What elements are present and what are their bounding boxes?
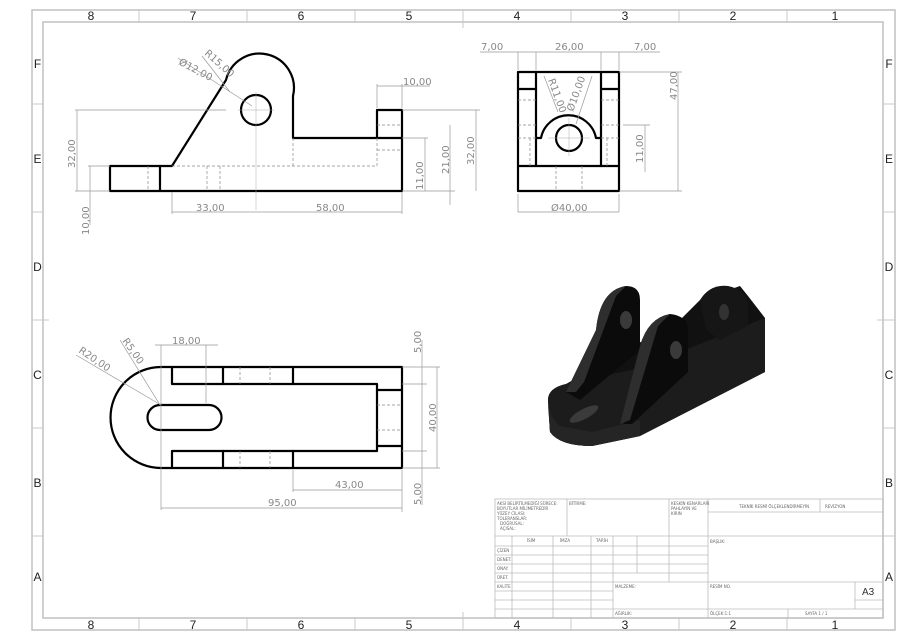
- zone-label: E: [885, 152, 893, 166]
- dim-r20: R20,00: [76, 345, 112, 374]
- dim-w7-left: 7,00: [481, 42, 503, 53]
- zone-label: 2: [730, 9, 737, 23]
- row-label: ÇİZEN: [497, 548, 509, 553]
- zone-label: 1: [832, 618, 839, 632]
- col-header-name: İSİM: [527, 538, 536, 543]
- scale-label: ÖLÇEK:1:1: [710, 611, 732, 616]
- zone-label: 7: [190, 9, 197, 23]
- zone-label: D: [33, 260, 42, 274]
- dim-h5-top: 5,00: [413, 331, 424, 353]
- zone-label: 3: [622, 9, 629, 23]
- zone-label: B: [33, 476, 41, 490]
- sheet-label: SAYFA 1 / 1: [805, 611, 828, 616]
- dim-d40: Ø40,00: [551, 202, 588, 214]
- dim-h11: 11,00: [415, 161, 426, 190]
- row-label: KALİTE: [497, 584, 511, 589]
- dim-h10-left: 10,00: [81, 206, 92, 235]
- dim-w7-right: 7,00: [634, 42, 656, 53]
- zone-label: 5: [406, 9, 413, 23]
- zone-label: 6: [298, 618, 305, 632]
- dim-h32-right: 32,00: [466, 136, 477, 165]
- zone-ticks: [32, 10, 895, 630]
- zone-label: 4: [514, 9, 521, 23]
- dim-h40: 40,00: [428, 403, 439, 432]
- zone-label: 8: [88, 9, 95, 23]
- title-block: AKSİ BELİRTİLMEDİĞİ SÜRECE: BOYUTLAR MİL…: [494, 498, 884, 619]
- col-header-signature: İMZA: [560, 538, 570, 543]
- note-line: TOLERANSLAR:: [496, 516, 527, 521]
- paper-size: A3: [862, 587, 875, 598]
- zone-label: 2: [730, 618, 737, 632]
- dim-w18: 18,00: [172, 336, 201, 347]
- deburr-label-line: KIRIN: [671, 511, 682, 516]
- outer-frame: [31, 9, 896, 631]
- row-label: ÜRET.: [497, 575, 508, 580]
- dim-h21: 21,00: [441, 145, 452, 174]
- zone-label: C: [33, 368, 42, 382]
- note-line: YÜZEY CİLASI:: [496, 511, 525, 516]
- col-header-date: TARİH: [595, 538, 608, 543]
- dim-w10: 10,00: [403, 77, 432, 88]
- dim-r5: R5,00: [120, 336, 146, 366]
- dim-w58: 58,00: [316, 203, 345, 214]
- note-line: AKSİ BELİRTİLMEDİĞİ SÜRECE:: [497, 501, 558, 506]
- note-line: BOYUTLAR MİLİMETREDİR: [497, 506, 549, 511]
- side-view: 7,00 26,00 7,00 R11,00 Ø10,00 47,00 11,0…: [480, 42, 682, 214]
- dim-h32-left: 32,00: [67, 139, 78, 168]
- weight-label: AĞIRLIK:: [615, 611, 632, 616]
- isometric-view: [548, 285, 765, 446]
- zone-label: D: [885, 260, 894, 274]
- no-scale-label: TEKNİK RESMİ ÖLÇEKLENDİRMEYİN: [738, 504, 809, 509]
- zone-column-labels-top: 8 7 6 5 4 3 2 1: [88, 9, 839, 23]
- dim-h5-bottom: 5,00: [413, 483, 424, 505]
- zone-label: F: [34, 57, 41, 71]
- title-label: BAŞLIK:: [710, 539, 725, 544]
- dim-w95: 95,00: [268, 498, 297, 509]
- revision-label: REVİZYON: [825, 504, 845, 509]
- dim-h11: 11,00: [635, 134, 646, 163]
- zone-label: F: [885, 57, 892, 71]
- zone-row-labels-right: F E D C B A: [885, 57, 894, 584]
- zone-label: A: [885, 570, 893, 584]
- zone-label: 3: [622, 618, 629, 632]
- dim-d10: Ø10,00: [565, 75, 589, 113]
- finish-label: BİTİRME:: [569, 501, 587, 506]
- zone-label: B: [885, 476, 893, 490]
- zone-label: 7: [190, 618, 197, 632]
- zone-label: 8: [88, 618, 95, 632]
- zone-label: E: [33, 152, 41, 166]
- dim-w26: 26,00: [555, 42, 584, 53]
- note-line: DOĞRUSAL:: [500, 521, 524, 526]
- zone-label: 5: [406, 618, 413, 632]
- dim-w43: 43,00: [335, 480, 364, 491]
- zone-label: C: [885, 368, 894, 382]
- front-view: R15,00 Ø12,00 10,00 32,00 10,00 11,00 21…: [67, 48, 480, 235]
- row-label: ONAY.: [497, 566, 509, 571]
- row-label: DENET.: [497, 557, 511, 562]
- top-view: R20,00 R5,00 18,00 5,00 40,00 43,00 5,00…: [75, 331, 440, 512]
- deburr-label: KESKİN KENARLARI: [671, 501, 709, 506]
- note-line: AÇISAL:: [500, 526, 516, 531]
- dim-w33: 33,00: [196, 203, 225, 214]
- zone-row-labels-left: F E D C B A: [33, 57, 42, 584]
- zone-column-labels-bottom: 8 7 6 5 4 3 2 1: [88, 618, 839, 632]
- dim-h47: 47,00: [669, 71, 680, 100]
- zone-label: A: [33, 570, 41, 584]
- drawing-no-label: RESİM NO.: [710, 584, 731, 589]
- zone-label: 4: [514, 618, 521, 632]
- material-label: MALZEME:: [615, 584, 636, 589]
- zone-label: 1: [832, 9, 839, 23]
- dim-r11: R11,00: [545, 77, 568, 114]
- deburr-label-line: PAHLAYIN VE: [671, 506, 697, 511]
- zone-label: 6: [298, 9, 305, 23]
